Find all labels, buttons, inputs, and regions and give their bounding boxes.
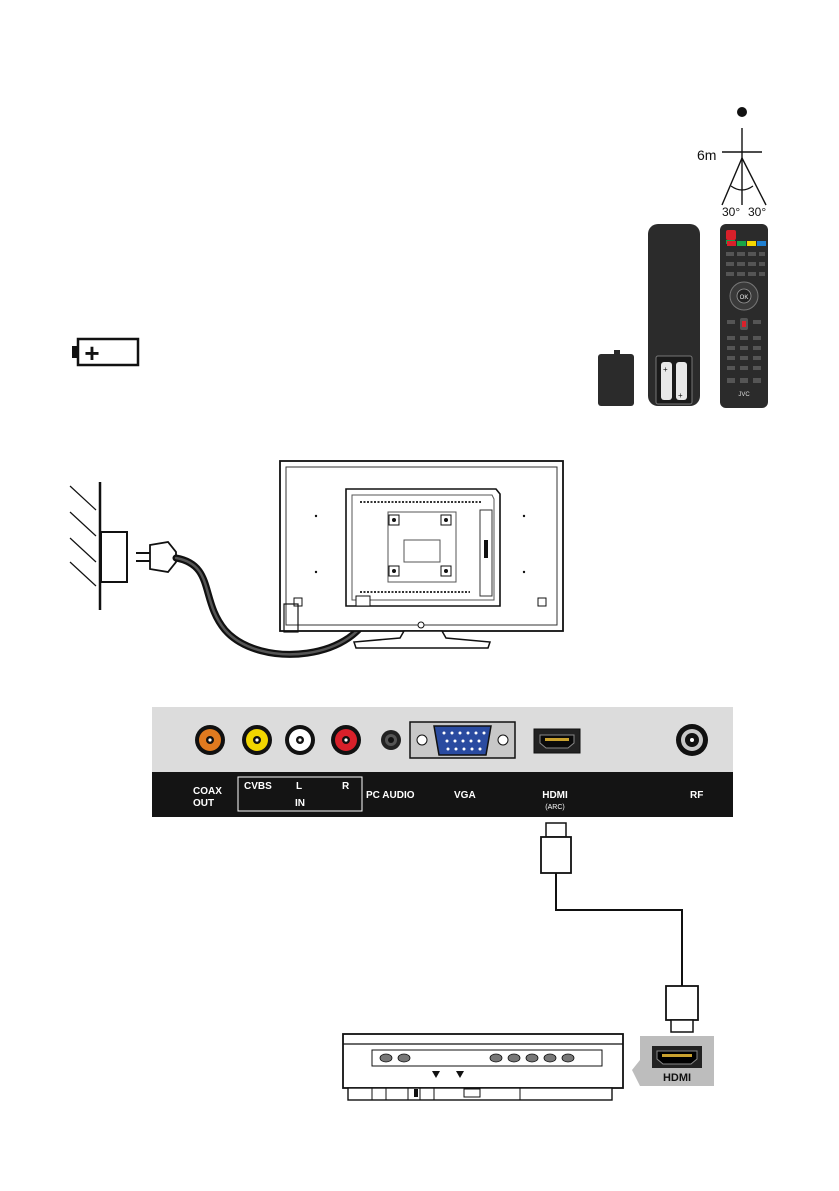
label-coax-line1: COAX: [193, 786, 222, 797]
power-plug: [136, 542, 176, 572]
hdmi-port: [534, 729, 580, 753]
hdmi-plug-top-tip: [546, 823, 566, 837]
label-coax-line2: OUT: [193, 798, 214, 809]
range-angle-right-label: 30°: [748, 205, 766, 219]
cvbs-port: [242, 725, 272, 755]
remote-green-key: [737, 241, 746, 246]
battery-icon: +: [72, 338, 138, 368]
label-hdmi: HDMI: [542, 790, 568, 801]
device-hdmi-label: HDMI: [663, 1072, 691, 1084]
range-distance-label: 6m: [697, 147, 716, 163]
receiver-sensor-dot: [737, 107, 747, 117]
rf-port: [676, 724, 708, 756]
svg-text:+: +: [663, 365, 668, 374]
label-arc: (ARC): [545, 804, 564, 811]
tv-rear-view: [280, 461, 563, 648]
hdmi-plug-top-body: [541, 837, 571, 873]
hdmi-cable: [541, 823, 698, 1032]
device-hdmi-callout: HDMI: [632, 1036, 714, 1086]
battery-cover: [598, 350, 634, 406]
hdmi-plug-bottom-tip: [671, 1020, 693, 1032]
wall-outlet: [70, 482, 127, 610]
remote-brand-logo: JVC: [738, 392, 750, 398]
pc-audio-jack: [381, 730, 401, 750]
hdmi-plug-bottom-body: [666, 986, 698, 1020]
svg-text:+: +: [678, 391, 683, 400]
label-rf: RF: [690, 790, 703, 801]
remote-yellow-key: [747, 241, 756, 246]
remote-front-view: OK JVC: [720, 224, 768, 408]
audio-r-port: [331, 725, 361, 755]
audio-l-port: [285, 725, 315, 755]
remote-back-view: + +: [648, 224, 700, 406]
label-audio-r: R: [342, 781, 350, 792]
remote-ok-label: OK: [740, 295, 749, 301]
remote-range-diagram: 6m 30° 30°: [697, 107, 766, 219]
label-audio-l: L: [296, 781, 302, 792]
label-cvbs: CVBS: [244, 781, 272, 792]
label-in: IN: [295, 798, 305, 809]
coax-out-port: [195, 725, 225, 755]
label-pc-audio: PC AUDIO: [366, 790, 415, 801]
remote-red-key: [727, 241, 736, 246]
remote-blue-key: [757, 241, 766, 246]
label-vga: VGA: [454, 790, 476, 801]
range-angle-left-label: 30°: [722, 205, 740, 219]
tv-stand: [354, 631, 490, 648]
connection-panel: COAX OUT CVBS L R IN PC AUDIO VGA HDMI R…: [152, 707, 733, 817]
battery-plus-symbol: +: [84, 338, 99, 368]
external-device: [343, 1034, 623, 1100]
vga-port: [410, 722, 515, 758]
